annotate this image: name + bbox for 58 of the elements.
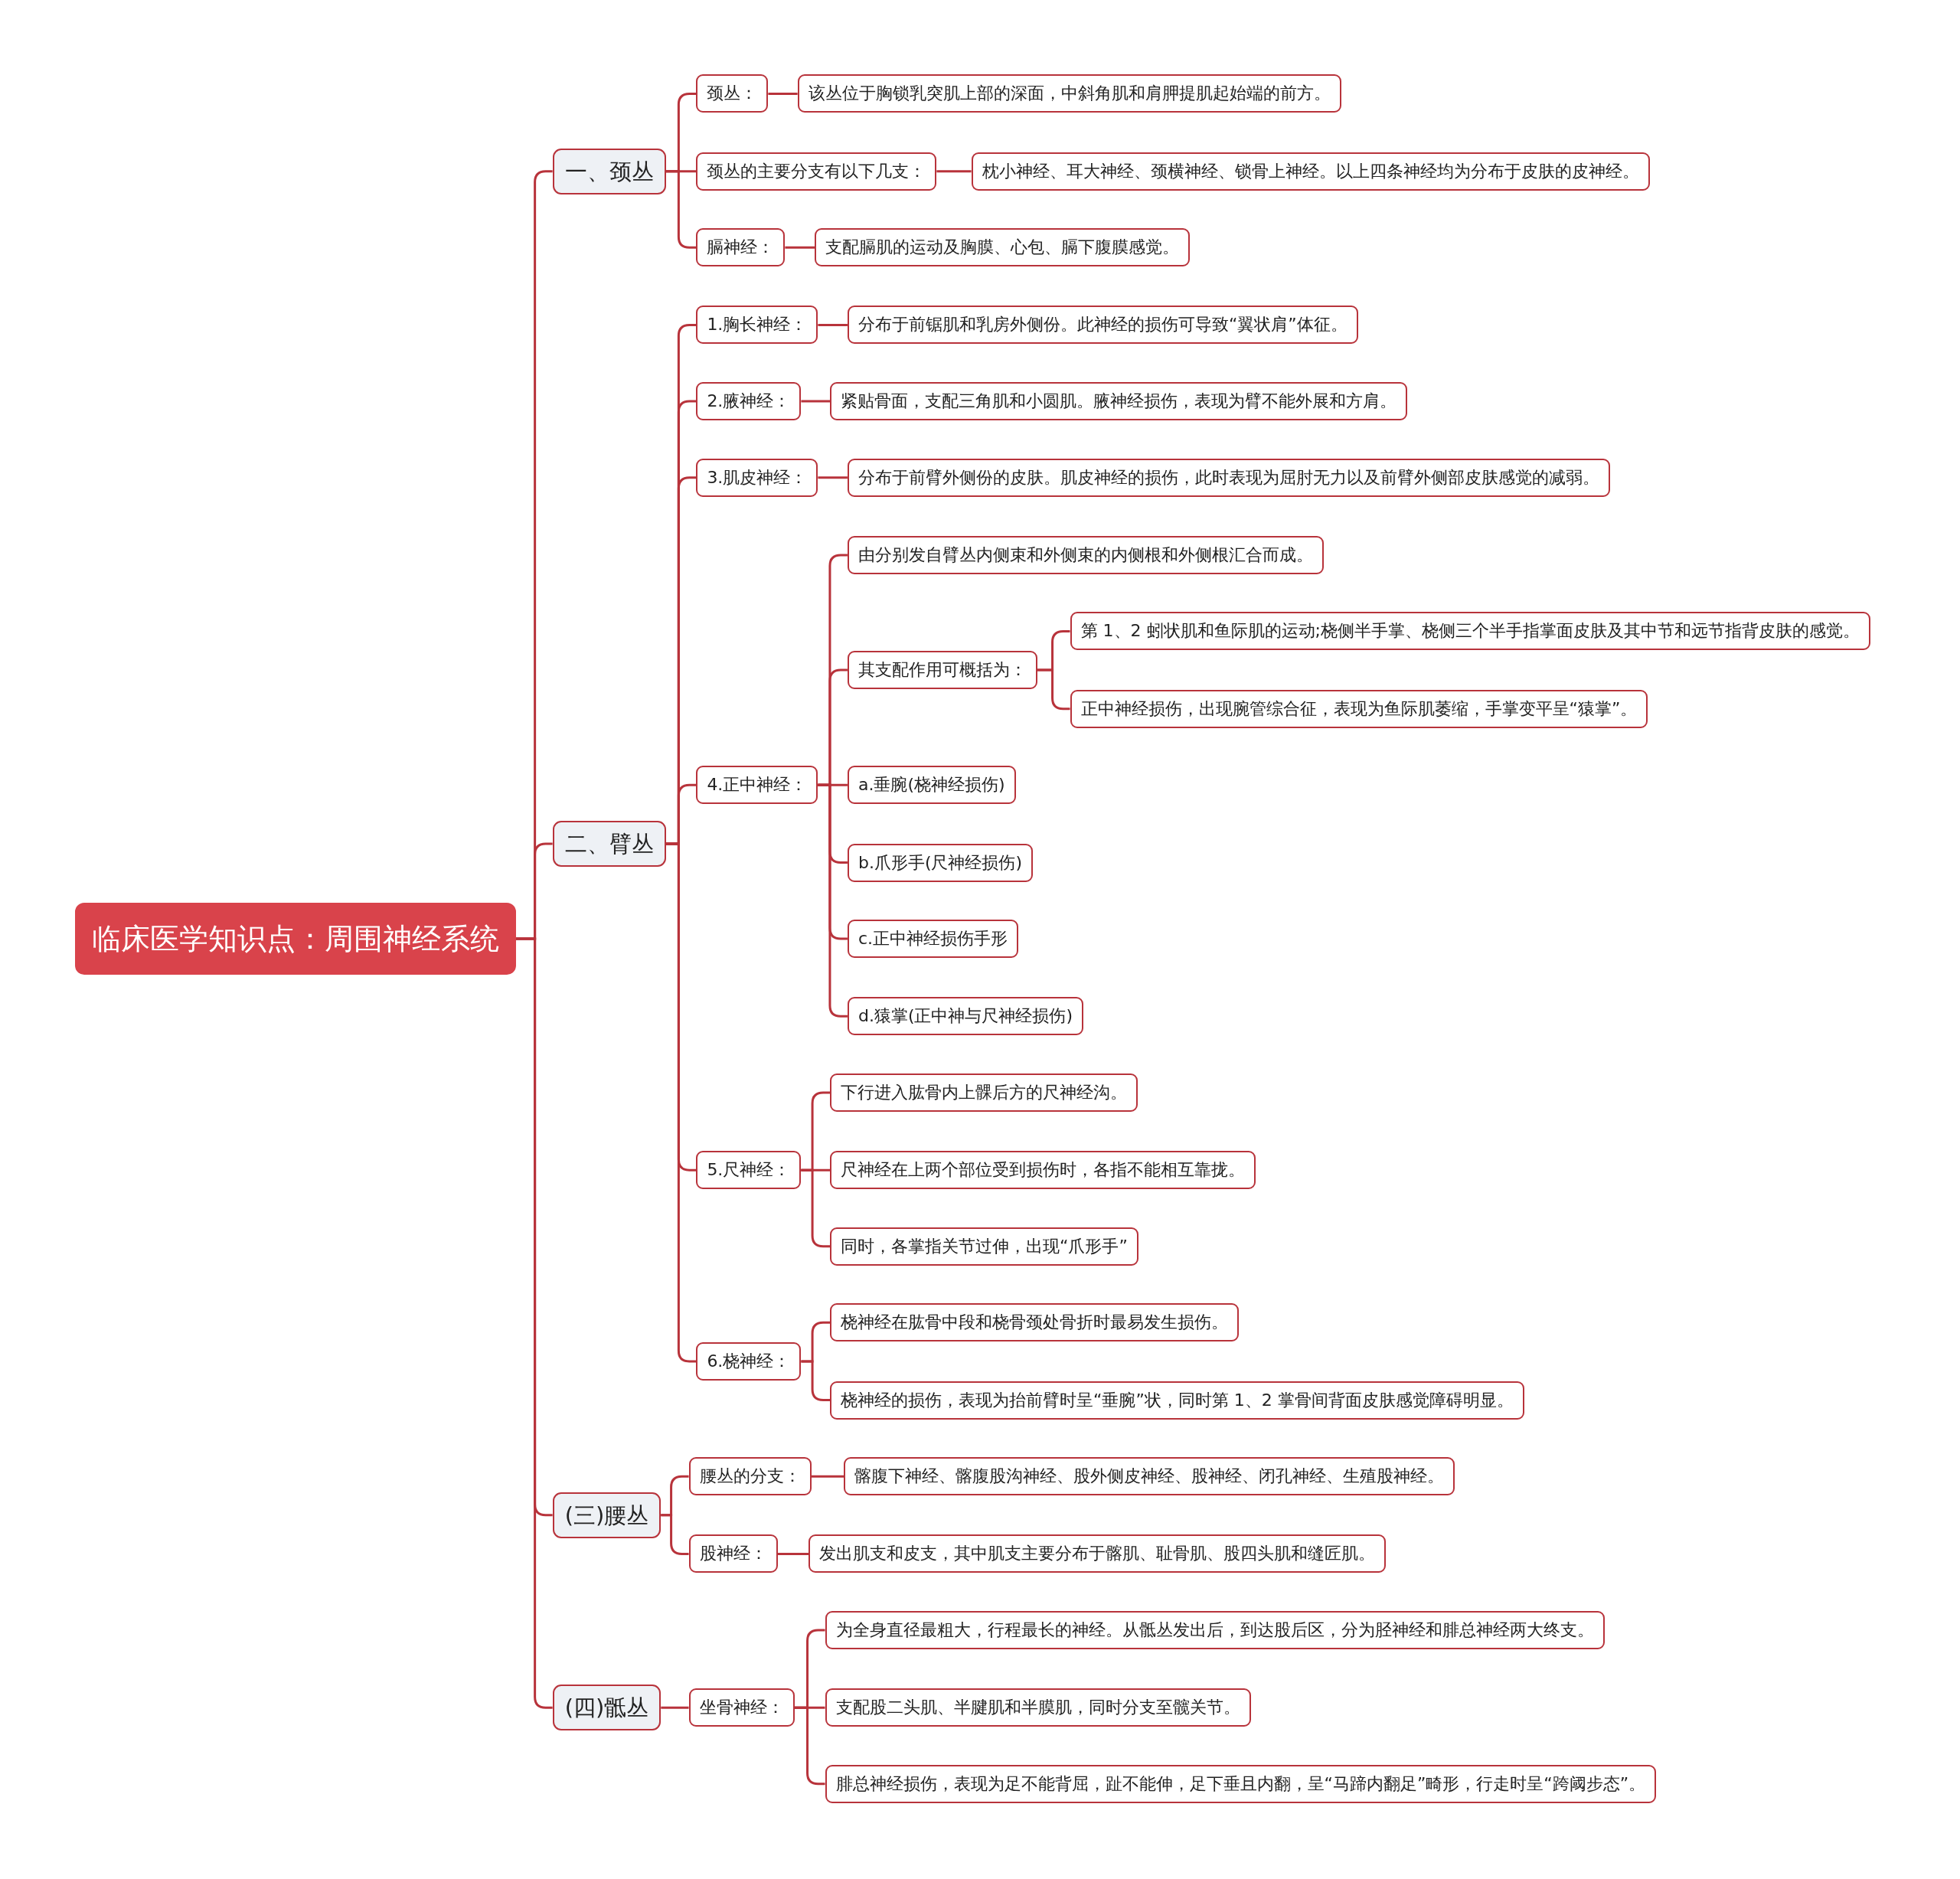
- topic-box: 腓总神经损伤，表现为足不能背屈，趾不能伸，足下垂且内翻，呈“马蹄内翻足”畸形，行走时呈“跨阈步态”。: [825, 1764, 1657, 1803]
- topic-box: 一、颈丛: [552, 148, 666, 194]
- connector-line: [936, 170, 972, 173]
- topic-box: (四)骶丛: [552, 1685, 662, 1731]
- topic-box: 桡神经在肱骨中段和桡骨颈处骨折时最易发生损伤。: [830, 1303, 1240, 1342]
- topic-box: 紧贴骨面，支配三角肌和小圆肌。腋神经损伤，表现为臂不能外展和方肩。: [830, 382, 1408, 421]
- topic-box: 第 1、2 蚓状肌和鱼际肌的运动;桡侧半手掌、桡侧三个半手指掌面皮肤及其中节和远节指背皮肤的感觉。: [1070, 612, 1870, 651]
- connector-line: [801, 1360, 831, 1402]
- connector-line: [794, 1706, 825, 1786]
- topic-box: 5.尺神经：: [696, 1151, 802, 1190]
- connector-line: [661, 1706, 689, 1709]
- connector-line: [661, 1514, 689, 1555]
- topic-box: 颈丛的主要分支有以下几支：: [696, 152, 937, 191]
- topic-box: a.垂腕(桡神经损伤): [847, 766, 1016, 805]
- topic-box: c.正中神经损伤手形: [847, 920, 1019, 959]
- topic-box: (三)腰丛: [552, 1492, 662, 1538]
- topic-box: 分布于前臂外侧份的皮肤。肌皮神经的损伤，此时表现为屈肘无力以及前臂外侧部皮肤感觉的减弱。: [847, 458, 1610, 497]
- topic-box: 由分别发自臂丛内侧束和外侧束的内侧根和外侧根汇合而成。: [847, 535, 1324, 574]
- topic-box: 坐骨神经：: [688, 1688, 795, 1727]
- connector-line: [1037, 668, 1070, 711]
- topic-box: 二、臂丛: [552, 821, 666, 868]
- topic-box: 膈神经：: [696, 228, 786, 267]
- topic-box: 支配膈肌的运动及胸膜、心包、膈下腹膜感觉。: [815, 228, 1191, 267]
- topic-box: 该丛位于胸锁乳突肌上部的深面，中斜角肌和肩胛提肌起始端的前方。: [797, 74, 1341, 113]
- connector-line: [818, 476, 848, 479]
- connector-line: [811, 1475, 844, 1478]
- topic-box: b.爪形手(尺神经损伤): [847, 843, 1034, 882]
- topic-box: 同时，各掌指关节过伸，出现“爪形手”: [830, 1227, 1138, 1266]
- connector-line: [801, 400, 831, 403]
- topic-box: 桡神经的损伤，表现为抬前臂时呈“垂腕”状，同时第 1、2 掌骨间背面皮肤感觉障碍明显。: [830, 1381, 1524, 1420]
- topic-box: 髂腹下神经、髂腹股沟神经、股外侧皮神经、股神经、闭孔神经、生殖股神经。: [844, 1457, 1455, 1496]
- topic-box: 1.胸长神经：: [696, 306, 818, 345]
- topic-box: 支配股二头肌、半腱肌和半膜肌，同时分支至髋关节。: [825, 1688, 1251, 1727]
- topic-box: 腰丛的分支：: [688, 1457, 812, 1496]
- topic-box: 为全身直径最粗大，行程最长的神经。从骶丛发出后，到达股后区，分为胫神经和腓总神经两大终支。: [825, 1610, 1605, 1649]
- title-box: 临床医学知识点：周围神经系统: [74, 903, 516, 975]
- topic-box: 6.桡神经：: [696, 1341, 802, 1381]
- connector-line: [785, 246, 815, 249]
- topic-box: 下行进入肱骨内上髁后方的尺神经沟。: [830, 1073, 1138, 1112]
- topic-box: 正中神经损伤，出现腕管综合征，表现为鱼际肌萎缩，手掌变平呈“猿掌”。: [1070, 689, 1648, 728]
- topic-box: 3.肌皮神经：: [696, 458, 818, 497]
- topic-box: 分布于前锯肌和乳房外侧份。此神经的损伤可导致“翼状肩”体征。: [847, 306, 1358, 345]
- topic-box: 尺神经在上两个部位受到损伤时，各指不能相互靠拢。: [830, 1151, 1256, 1190]
- topic-box: 2.腋神经：: [696, 382, 802, 421]
- connector-line: [818, 783, 848, 1018]
- topic-box: 颈丛：: [696, 74, 769, 113]
- topic-box: 其支配作用可概括为：: [847, 651, 1037, 690]
- topic-box: 股神经：: [688, 1534, 778, 1573]
- topic-box: d.猿掌(正中神与尺神经损伤): [847, 997, 1084, 1036]
- connector-line: [801, 1168, 831, 1248]
- connector-line: [665, 170, 697, 249]
- topic-box: 发出肌支和皮支，其中肌支主要分布于髂肌、耻骨肌、股四头肌和缝匠肌。: [808, 1534, 1387, 1573]
- connector-line: [768, 92, 798, 95]
- topic-box: 4.正中神经：: [696, 766, 818, 805]
- connector-line: [777, 1552, 809, 1555]
- connector-line: [515, 937, 553, 1709]
- connector-line: [818, 324, 848, 326]
- topic-box: 枕小神经、耳大神经、颈横神经、锁骨上神经。以上四条神经均为分布于皮肤的皮神经。: [971, 152, 1650, 191]
